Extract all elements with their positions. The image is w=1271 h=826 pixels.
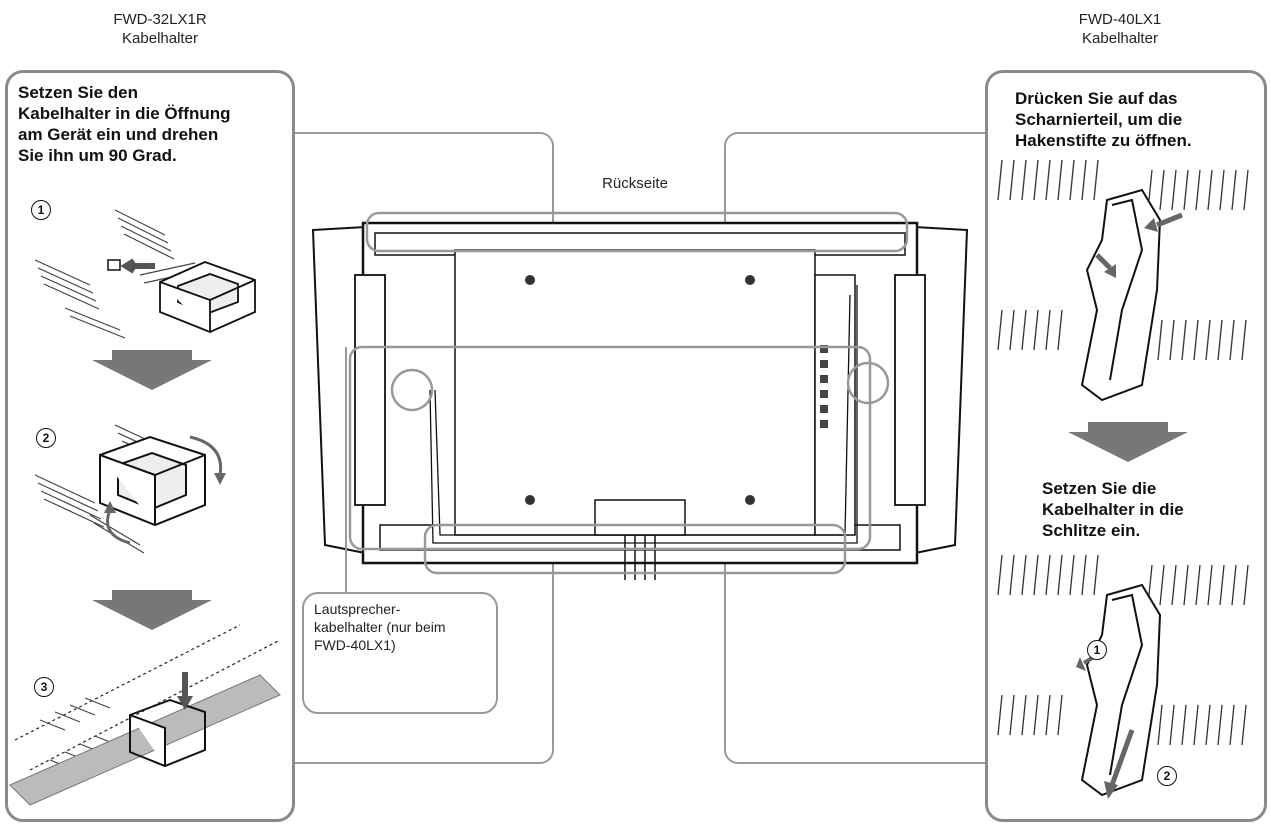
- right-insert-illustration: [997, 554, 1249, 799]
- callout-line: FWD-40LX1): [314, 637, 396, 653]
- right-down-arrow: [1068, 422, 1188, 462]
- callout-line: kabelhalter (nur beim: [314, 619, 446, 635]
- speaker-cable-holder-callout: Lautsprecher- kabelhalter (nur beim FWD-…: [302, 592, 498, 714]
- left-instruction-line: am Gerät ein und drehen: [18, 125, 219, 144]
- right-instruction-bottom-line: Schlitze ein.: [1042, 521, 1141, 540]
- right-step-2-number: 2: [1157, 766, 1177, 786]
- right-instruction-top-line: Drücken Sie auf das: [1015, 89, 1178, 108]
- back-side-label: Rückseite: [602, 175, 668, 192]
- right-instruction-top: Drücken Sie auf das Scharnierteil, um di…: [1015, 88, 1192, 151]
- left-step-1-number: 1: [31, 200, 51, 220]
- left-step-2-number: 2: [36, 428, 56, 448]
- left-instruction-line: Setzen Sie den: [18, 83, 138, 102]
- right-instruction-bottom: Setzen Sie die Kabelhalter in die Schlit…: [1042, 478, 1184, 541]
- left-step-3-illustration: [9, 624, 281, 806]
- left-model-caption: Kabelhalter: [122, 30, 198, 47]
- left-step-2-illustration: [34, 424, 226, 554]
- right-step-1-number: 1: [1087, 640, 1107, 660]
- left-down-arrow-2: [92, 590, 212, 630]
- right-instruction-bottom-line: Kabelhalter in die: [1042, 500, 1184, 519]
- right-instruction-top-line: Scharnierteil, um die: [1015, 110, 1183, 129]
- right-model-caption: Kabelhalter: [1082, 30, 1158, 47]
- callout-line: Lautsprecher-: [314, 601, 401, 617]
- right-hinge-illustration: [997, 159, 1249, 402]
- callout-leader-line: [345, 347, 347, 597]
- left-step-1-illustration: [34, 209, 256, 339]
- left-model-label: FWD-32LX1R Kabelhalter: [70, 10, 250, 48]
- right-instruction-bottom-line: Setzen Sie die: [1042, 479, 1157, 498]
- left-step-3-number: 3: [34, 677, 54, 697]
- left-instruction-line: Sie ihn um 90 Grad.: [18, 146, 177, 165]
- left-instruction-line: Kabelhalter in die Öffnung: [18, 104, 231, 123]
- right-model-label: FWD-40LX1 Kabelhalter: [1030, 10, 1210, 48]
- left-down-arrow-1: [92, 350, 212, 390]
- right-instruction-top-line: Hakenstifte zu öffnen.: [1015, 131, 1192, 150]
- left-model-name: FWD-32LX1R: [113, 11, 207, 28]
- tv-back-illustration: [311, 211, 969, 580]
- right-model-name: FWD-40LX1: [1078, 11, 1162, 28]
- left-instruction-text: Setzen Sie den Kabelhalter in die Öffnun…: [18, 82, 231, 166]
